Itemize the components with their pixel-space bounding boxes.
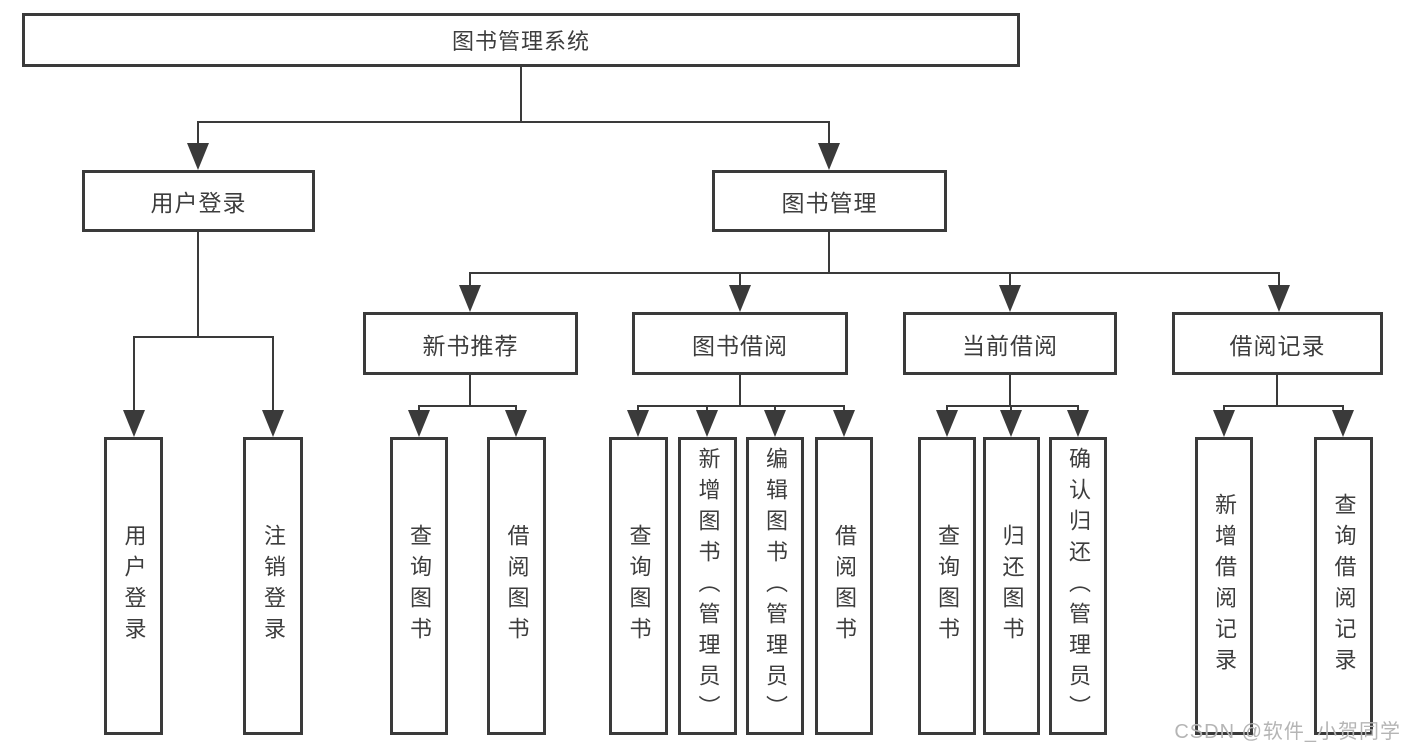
arrowhead-down <box>833 410 855 437</box>
connector-line <box>1009 375 1011 406</box>
leaf-logout-label: 注销登录 <box>261 524 286 648</box>
connector-line <box>637 405 845 407</box>
leaf-borrow-book-1: 借阅图书 <box>487 437 546 735</box>
node-current-borrow: 当前借阅 <box>903 312 1117 375</box>
connector-line <box>197 122 199 150</box>
arrowhead-down <box>187 143 209 170</box>
leaf-confirm-return: 确认归还（管理员） <box>1049 437 1107 735</box>
arrowhead-down <box>1067 410 1089 437</box>
arrowhead-down <box>262 410 284 437</box>
node-user-login-label: 用户登录 <box>150 190 247 216</box>
connector-line <box>828 122 830 150</box>
leaf-confirm-return-label: 确认归还（管理员） <box>1066 446 1091 726</box>
leaf-user-login-label: 用户登录 <box>121 524 147 648</box>
leaf-query-record: 查询借阅记录 <box>1314 437 1373 735</box>
leaf-add-record-label: 新增借阅记录 <box>1212 493 1237 679</box>
connector-line <box>520 67 522 122</box>
connector-line <box>1223 405 1344 407</box>
arrowhead-down <box>999 285 1021 312</box>
arrowhead-down <box>1213 410 1235 437</box>
connector-line <box>418 405 517 407</box>
connector-line <box>1276 375 1278 406</box>
node-borrow-record-label: 借阅记录 <box>1229 332 1326 359</box>
leaf-logout: 注销登录 <box>243 437 303 735</box>
leaf-query-book-1-label: 查询图书 <box>407 524 432 648</box>
arrowhead-down <box>1000 410 1022 437</box>
connector-line <box>197 232 199 337</box>
node-current-borrow-label: 当前借阅 <box>962 332 1058 359</box>
leaf-borrow-book-2-label: 借阅图书 <box>832 524 857 648</box>
leaf-add-record: 新增借阅记录 <box>1195 437 1253 735</box>
leaf-query-book-2: 查询图书 <box>609 437 668 735</box>
node-book-mgmt: 图书管理 <box>712 170 947 232</box>
node-new-book-rec: 新书推荐 <box>363 312 578 375</box>
leaf-query-book-2-label: 查询图书 <box>626 524 652 648</box>
connector-line <box>739 272 741 292</box>
connector-line <box>133 336 274 338</box>
node-book-mgmt-label: 图书管理 <box>781 190 878 216</box>
leaf-return-book: 归还图书 <box>983 437 1040 735</box>
leaf-query-book-3: 查询图书 <box>918 437 976 735</box>
connector-line <box>469 272 471 292</box>
leaf-edit-book-label: 编辑图书（管理员） <box>763 446 788 726</box>
node-book-borrow: 图书借阅 <box>632 312 848 375</box>
arrowhead-down <box>1268 285 1290 312</box>
connector-line <box>469 272 1280 274</box>
node-borrow-record: 借阅记录 <box>1172 312 1383 375</box>
leaf-edit-book: 编辑图书（管理员） <box>746 437 804 735</box>
node-root: 图书管理系统 <box>22 13 1020 67</box>
leaf-add-book-label: 新增图书（管理员） <box>695 446 721 726</box>
node-root-label: 图书管理系统 <box>451 29 590 54</box>
node-user-login: 用户登录 <box>82 170 315 232</box>
arrowhead-down <box>627 410 649 437</box>
arrowhead-down <box>505 410 527 437</box>
arrowhead-down <box>936 410 958 437</box>
connector-line <box>272 337 274 417</box>
leaf-query-record-label: 查询借阅记录 <box>1331 493 1357 679</box>
leaf-user-login: 用户登录 <box>104 437 163 735</box>
arrowhead-down <box>729 285 751 312</box>
arrowhead-down <box>1332 410 1354 437</box>
arrowhead-down <box>696 410 718 437</box>
leaf-query-book-1: 查询图书 <box>390 437 448 735</box>
arrowhead-down <box>818 143 840 170</box>
connector-line <box>739 375 741 406</box>
leaf-borrow-book-2: 借阅图书 <box>815 437 873 735</box>
leaf-query-book-3-label: 查询图书 <box>935 524 960 648</box>
connector-line <box>197 121 830 123</box>
arrowhead-down <box>408 410 430 437</box>
connector-line <box>828 232 830 273</box>
connector-line <box>946 405 1079 407</box>
node-book-borrow-label: 图书借阅 <box>692 332 788 359</box>
watermark: CSDN @软件_小贺同学 <box>1174 721 1401 743</box>
connector-line <box>1009 272 1011 292</box>
arrowhead-down <box>459 285 481 312</box>
arrowhead-down <box>764 410 786 437</box>
node-new-book-rec-label: 新书推荐 <box>422 332 519 359</box>
leaf-borrow-book-1-label: 借阅图书 <box>504 524 530 648</box>
leaf-return-book-label: 归还图书 <box>999 524 1025 648</box>
connector-line <box>1278 272 1280 292</box>
connector-line <box>133 337 135 417</box>
arrowhead-down <box>123 410 145 437</box>
leaf-add-book: 新增图书（管理员） <box>678 437 737 735</box>
connector-line <box>469 375 471 406</box>
